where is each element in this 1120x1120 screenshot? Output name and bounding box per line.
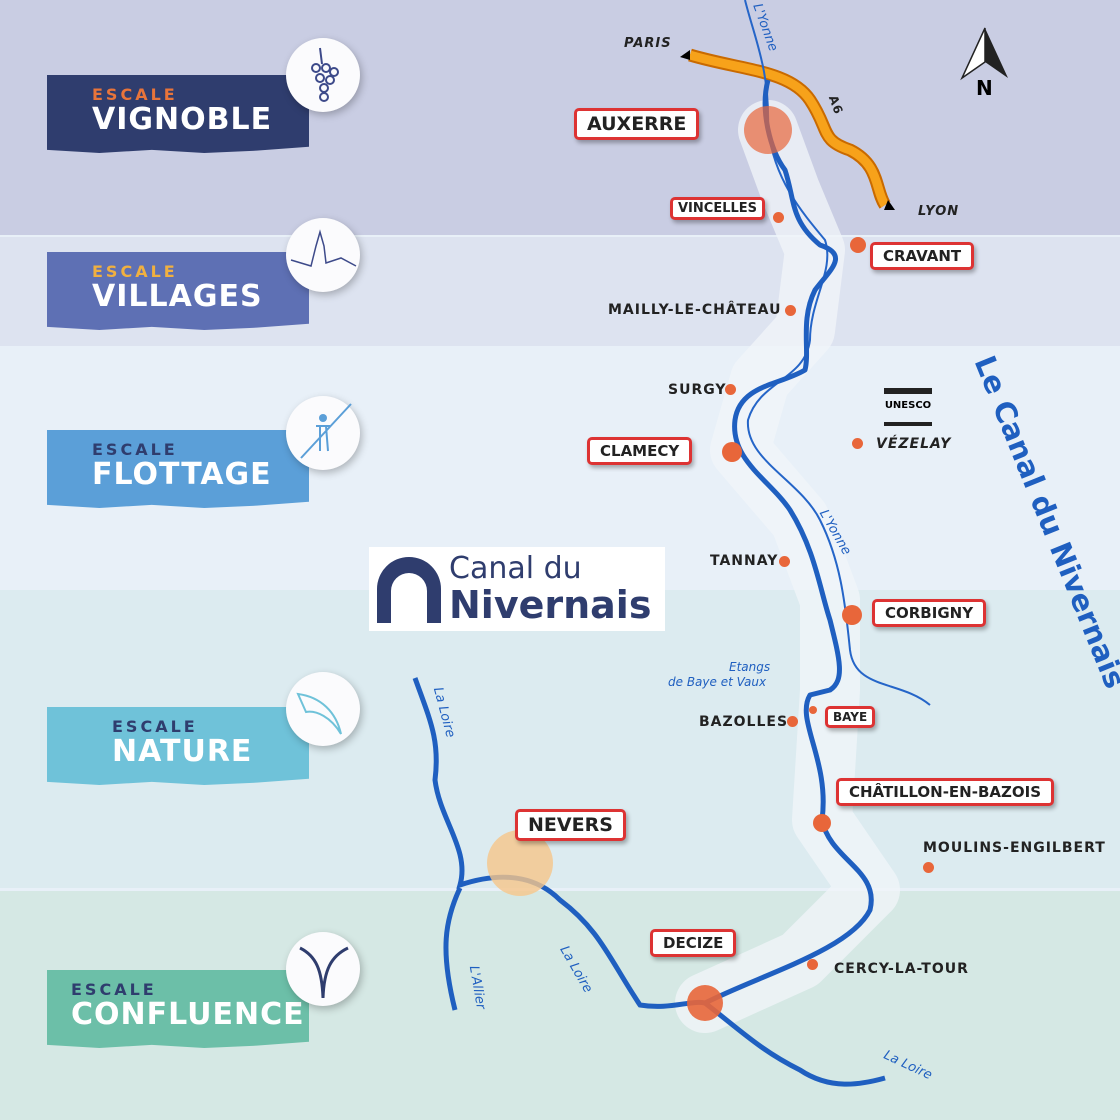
tannay-marker (779, 556, 790, 567)
town-baye[interactable]: BAYE (825, 706, 876, 728)
grapes-icon (286, 38, 360, 112)
town-cercy-la-tour: CERCY-LA-TOUR (834, 961, 969, 977)
decize-marker (687, 985, 723, 1021)
vezelay-marker (852, 438, 863, 449)
chatillon-en-bazois-marker (813, 814, 831, 832)
town-chatillon-en-bazois[interactable]: CHÂTILLON-EN-BAZOIS (836, 778, 1055, 806)
corbigny-marker (842, 605, 862, 625)
river-allier (443, 886, 463, 1011)
north-arrow-icon-shade (985, 28, 1008, 78)
surgy-marker (725, 384, 736, 395)
road-arrow-paris-icon (680, 50, 690, 60)
town-decize[interactable]: DECIZE (650, 929, 737, 957)
logo-line1: Canal du (449, 551, 582, 586)
town-auxerre[interactable]: AUXERRE (574, 108, 700, 140)
lakes-label-line2: de Baye et Vaux (668, 675, 767, 689)
road-arrow-lyon-icon (884, 200, 895, 210)
escale-kicker: ESCALE (92, 85, 178, 104)
escale-kicker: ESCALE (92, 262, 178, 281)
nevers-marker (487, 830, 553, 896)
town-clamecy[interactable]: CLAMECY (587, 437, 693, 465)
cravant-marker (850, 237, 866, 253)
vincelles-marker (773, 212, 784, 223)
canal-du-nivernais-logo: Canal du Nivernais (369, 547, 665, 631)
town-vezelay: VÉZELAY (876, 436, 952, 452)
north-arrow-icon (960, 27, 986, 81)
confluence-icon (286, 932, 360, 1006)
logo-arch-icon (377, 557, 441, 623)
escale-title: VIGNOBLE (92, 102, 273, 137)
town-nevers[interactable]: NEVERS (515, 809, 626, 841)
logo-line2: Nivernais (449, 583, 652, 627)
road-a6 (688, 50, 889, 208)
unesco-icon: UNESCO (884, 388, 932, 426)
town-tannay: TANNAY (710, 553, 779, 569)
town-cravant[interactable]: CRAVANT (870, 242, 975, 270)
lakes-label-line1: Etangs (729, 660, 771, 674)
escale-title: VILLAGES (92, 279, 263, 314)
moulins-engilbert-marker (923, 862, 934, 873)
escale-title: CONFLUENCE (71, 997, 305, 1032)
town-moulins-engilbert: MOULINS-ENGILBERT (923, 840, 1106, 856)
road-to-label: LYON (918, 204, 960, 219)
town-surgy: SURGY (668, 382, 727, 398)
town-bazolles: BAZOLLES (699, 714, 789, 730)
compass-label: N (976, 76, 993, 100)
clamecy-marker (722, 442, 742, 462)
bird-icon (286, 672, 360, 746)
mailly-le-chateau-marker (785, 305, 796, 316)
river-loire (412, 677, 886, 1087)
escale-title: NATURE (112, 734, 253, 769)
town-corbigny[interactable]: CORBIGNY (872, 599, 987, 627)
bazolles-marker (787, 716, 798, 727)
town-mailly-le-chateau: MAILLY-LE-CHÂTEAU (608, 302, 782, 318)
canal-line (703, 79, 874, 1006)
escale-kicker: ESCALE (112, 717, 198, 736)
village-icon (286, 218, 360, 292)
town-vincelles[interactable]: VINCELLES (670, 197, 766, 220)
auxerre-marker (744, 106, 792, 154)
escale-title: FLOTTAGE (92, 457, 272, 492)
baye-marker (809, 706, 817, 714)
escale-kicker: ESCALE (92, 440, 178, 459)
cercy-la-tour-marker (807, 959, 818, 970)
road-from-label: PARIS (624, 36, 672, 51)
escale-kicker: ESCALE (71, 980, 157, 999)
raftsman-icon (286, 396, 360, 470)
